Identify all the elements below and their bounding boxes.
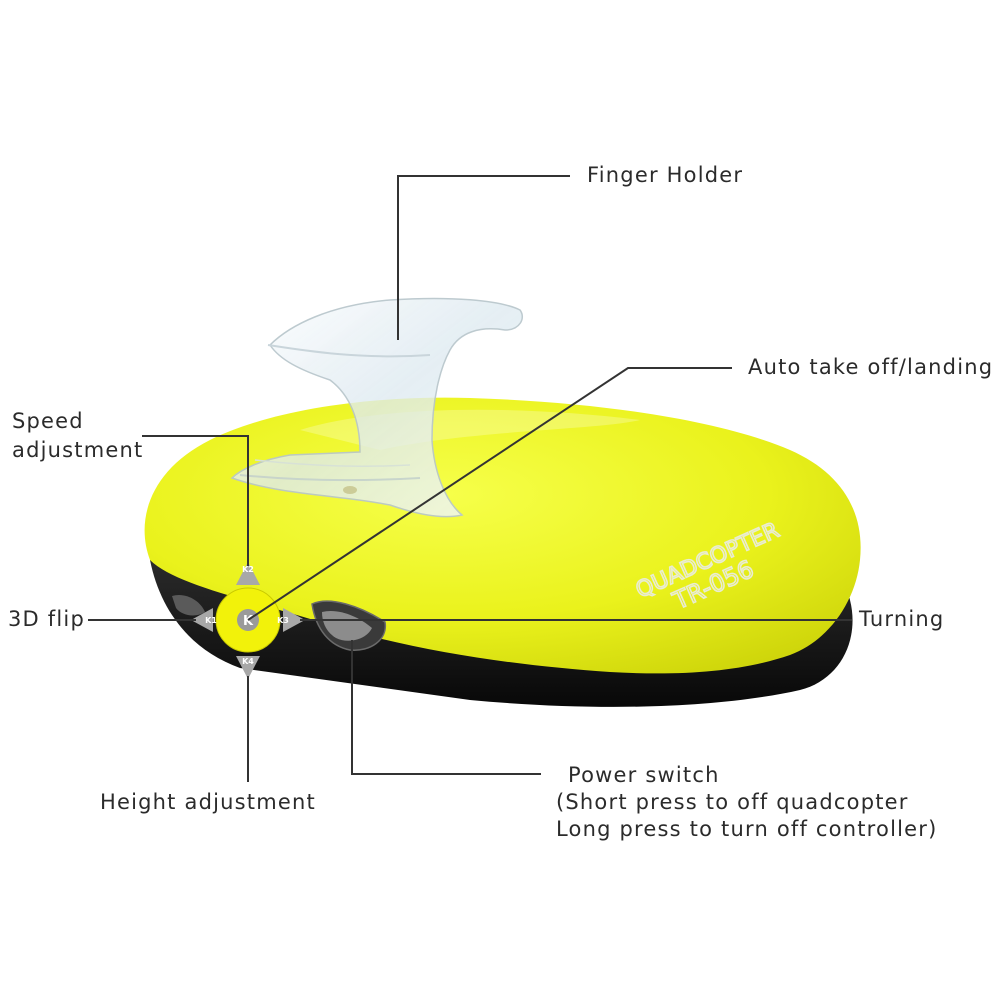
dpad-down-arrow[interactable] — [236, 656, 260, 679]
front-light-lens — [322, 610, 372, 641]
leader-finger-holder — [397, 175, 570, 340]
dpad-up-label: K2 — [242, 565, 254, 574]
leader-auto-takeoff — [247, 367, 732, 621]
label-auto-takeoff-landing: Auto take off/landing — [748, 355, 994, 379]
finger-holder — [230, 297, 524, 518]
label-height-adjustment: Height adjustment — [100, 790, 316, 814]
label-speed-line1: Speed — [12, 409, 84, 433]
label-power-short-press: (Short press to off quadcopter — [556, 790, 909, 814]
label-speed-line2: adjustment — [12, 438, 144, 462]
label-turning: Turning — [859, 607, 945, 631]
dpad-left-arrow[interactable] — [191, 608, 213, 632]
left-light — [172, 594, 205, 616]
dpad-right-label: K3 — [277, 616, 289, 625]
label-power-switch: Power switch — [568, 763, 720, 787]
dpad-center-label: K — [243, 614, 254, 629]
leader-speed — [142, 435, 249, 566]
dpad-left-label: K1 — [205, 616, 217, 625]
dpad-down-label: K4 — [242, 657, 254, 666]
label-3d-flip: 3D flip — [8, 607, 85, 631]
dpad-right-arrow[interactable] — [283, 608, 305, 632]
dpad-up-arrow[interactable] — [236, 562, 260, 585]
label-finger-holder: Finger Holder — [587, 163, 744, 187]
label-power-long-press: Long press to turn off controller) — [556, 817, 938, 841]
leader-power — [351, 640, 541, 775]
